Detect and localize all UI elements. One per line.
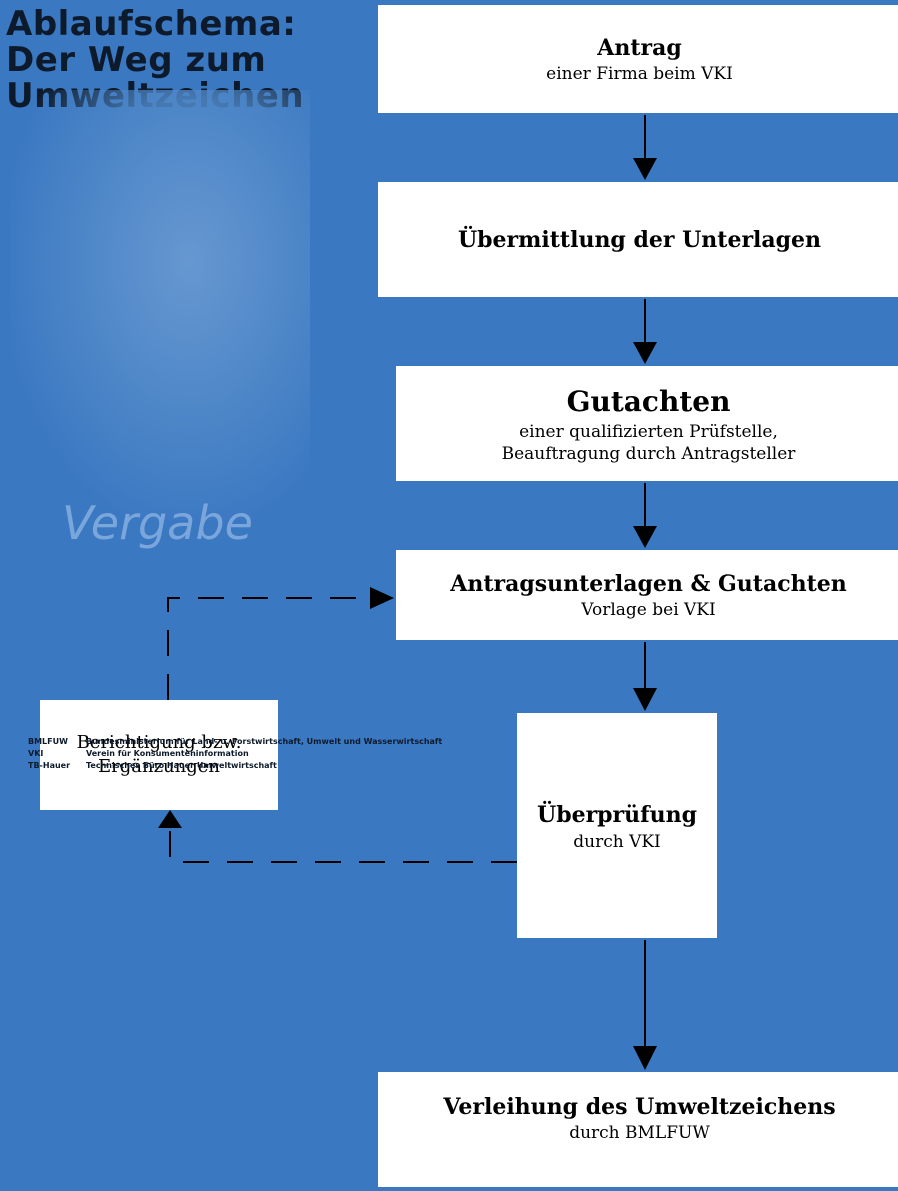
legend-abbr: BMLFUW [28, 737, 68, 746]
legend-abbr: VKI [28, 749, 44, 758]
step-ueberpruefung-subtitle: durch VKI [573, 831, 661, 852]
step-uebermittlung-title: Übermittlung der Unterlagen [457, 226, 822, 253]
side-correction-box: Berichtigung bzw. Ergänzungen [40, 700, 278, 810]
legend-row: TB-Hauer Technisches Büro Hauer Umweltwi… [28, 760, 442, 772]
arrow-head-2 [633, 342, 657, 364]
dashed-arrow-head-up [158, 810, 182, 828]
step-gutachten-box: Gutachten einer qualifizierten Prüfstell… [396, 366, 898, 481]
step-gutachten-subtitle-1: einer qualifizierten Prüfstelle, [519, 421, 778, 442]
step-antragsunterlagen-subtitle: Vorlage bei VKI [581, 600, 716, 620]
side-box-line-1: Berichtigung bzw. [76, 732, 242, 753]
step-antrag-subtitle: einer Firma beim VKI [546, 64, 733, 84]
abbreviation-legend: BMLFUW Bundesministerium für Land- u. Fo… [28, 736, 442, 772]
step-antragsunterlagen-box: Antragsunterlagen & Gutachten Vorlage be… [396, 550, 898, 640]
step-antragsunterlagen-title: Antragsunterlagen & Gutachten [450, 571, 847, 597]
legend-text: Bundesministerium für Land- u. Forstwirt… [86, 737, 443, 746]
arrow-head-3 [633, 526, 657, 548]
step-antrag-title: Antrag [597, 35, 682, 61]
step-gutachten-subtitle-2: Beauftragung durch Antragsteller [501, 443, 796, 464]
legend-abbr: TB-Hauer [28, 761, 71, 770]
step-verleihung-title: Verleihung des Umweltzeichens [443, 1094, 836, 1120]
step-verleihung-subtitle: durch BMLFUW [569, 1123, 710, 1143]
watermark-text: Vergabe [62, 496, 253, 550]
step-verleihung-box: Verleihung des Umweltzeichens durch BMLF… [378, 1072, 898, 1187]
legend-text: Verein für Konsumenteninformation [86, 749, 249, 758]
arrow-head-5 [633, 1046, 657, 1070]
legend-text: Technisches Büro Hauer Umweltwirtschaft [86, 761, 277, 770]
dashed-connector-top [167, 597, 370, 700]
step-gutachten-title: Gutachten [566, 384, 731, 418]
legend-row: BMLFUW Bundesministerium für Land- u. Fo… [28, 736, 442, 748]
step-ueberpruefung-box: Überprüfung durch VKI [517, 713, 717, 938]
background-photo [10, 90, 310, 520]
side-box-line-2: Ergänzungen [97, 756, 221, 777]
title-line-2: Der Weg zum [6, 40, 267, 80]
arrow-head-4 [633, 688, 657, 711]
dashed-arrow-head-right [370, 587, 394, 609]
dashed-connector-bottom [169, 828, 517, 863]
title-line-1: Ablaufschema: [6, 4, 297, 44]
step-uebermittlung-box: Übermittlung der Unterlagen [378, 182, 898, 297]
legend-row: VKI Verein für Konsumenteninformation [28, 748, 442, 760]
step-ueberpruefung-title: Überprüfung [537, 801, 697, 828]
arrow-head-1 [633, 158, 657, 180]
step-antrag-box: Antrag einer Firma beim VKI [378, 5, 898, 113]
